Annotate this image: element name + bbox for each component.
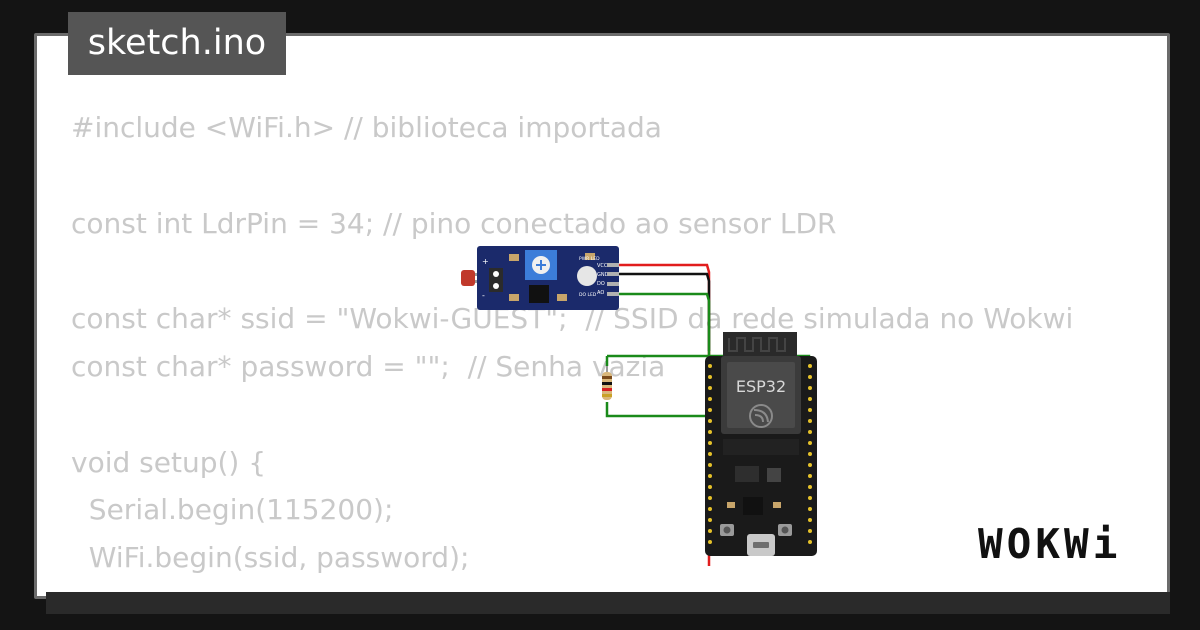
- wokwi-logo: WOKWi: [978, 520, 1122, 568]
- code-line: const char* password = ""; // Senha vazi…: [71, 349, 666, 383]
- esp32-board[interactable]: ESP32: [705, 332, 817, 556]
- code-line: Serial.begin(115200);: [71, 493, 394, 527]
- esp32-label: ESP32: [736, 377, 786, 396]
- svg-text:-: -: [482, 291, 485, 300]
- code-line: void setup() {: [71, 445, 267, 479]
- pwr-led-label: PWR LED: [579, 256, 600, 262]
- pin-label-vcc: VCC: [597, 263, 608, 269]
- do-led-label: DO LED: [579, 292, 597, 298]
- ldr-module[interactable]: + - PWR LED DO LED VCC GND DO AO: [461, 246, 619, 310]
- pin-label-do: DO: [597, 281, 605, 287]
- left-header-pins: [708, 364, 712, 544]
- photoresistor: [461, 270, 475, 286]
- card-shadow: [46, 592, 1170, 614]
- code-line: const char* ssid = "Wokwi-GUEST"; // SSI…: [71, 302, 1074, 336]
- code-line: #include <WiFi.h> // biblioteca importad…: [71, 111, 662, 144]
- file-tab: sketch.ino: [68, 12, 286, 75]
- usb-uart-chip: [743, 497, 763, 515]
- svg-text:+: +: [482, 257, 489, 266]
- gnd-wire: [617, 272, 711, 351]
- power-led: [577, 266, 597, 286]
- right-header-pins: [808, 364, 812, 544]
- resistor[interactable]: [602, 366, 612, 400]
- comparator-chip: [529, 285, 549, 303]
- resistor-bottom-wire: [605, 402, 709, 418]
- pin-label-gnd: GND: [597, 272, 609, 278]
- pin-label-ao: AO: [597, 290, 604, 296]
- espressif-logo-icon: [749, 404, 773, 428]
- circuit-diagram: + - PWR LED DO LED VCC GND DO AO: [461, 246, 817, 566]
- preview-card: #include <WiFi.h> // biblioteca importad…: [34, 33, 1170, 599]
- code-preview: #include <WiFi.h> // biblioteca importad…: [71, 104, 1074, 596]
- code-line: WiFi.begin(ssid, password);: [71, 541, 470, 575]
- code-line: const int LdrPin = 34; // pino conectado…: [71, 206, 837, 240]
